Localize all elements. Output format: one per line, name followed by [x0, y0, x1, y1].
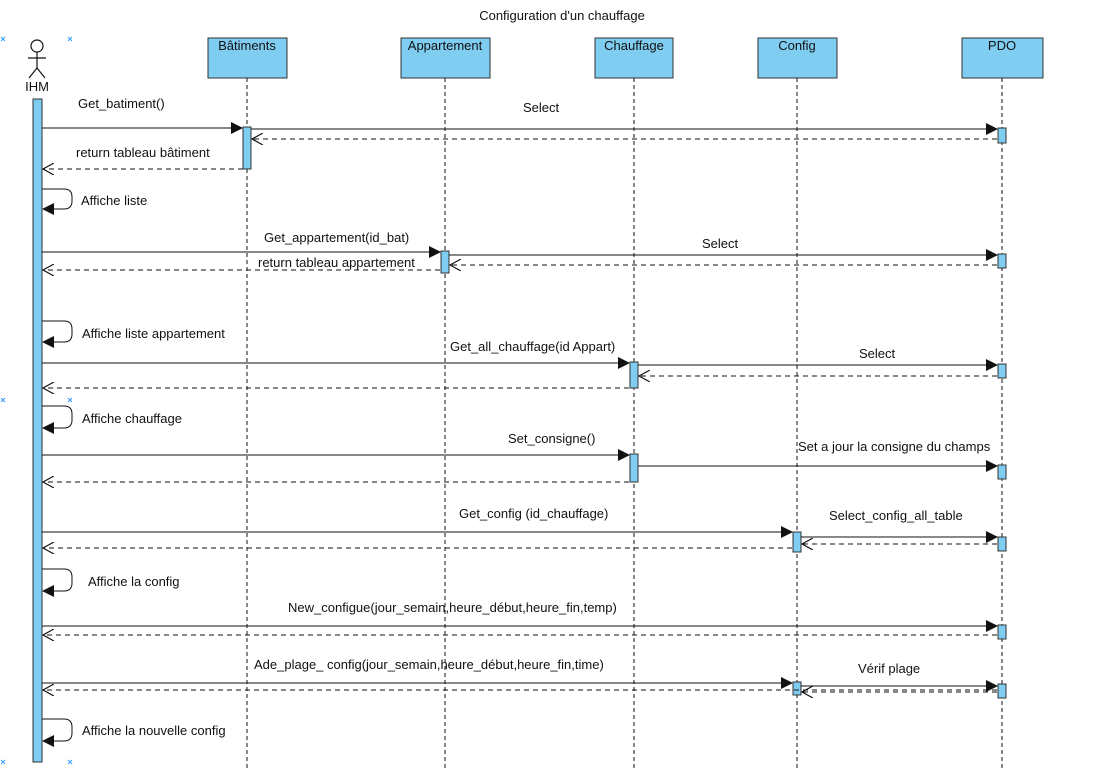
message-label: return tableau bâtiment	[76, 145, 210, 160]
message-label: Vérif plage	[858, 661, 920, 676]
corner-marker	[67, 397, 73, 403]
message-label: Get_config (id_chauffage)	[459, 506, 608, 521]
lifeline-box	[961, 37, 1044, 79]
pdo-activation	[997, 127, 1007, 144]
message-label: Get_appartement(id_bat)	[264, 230, 409, 245]
config-activation	[792, 681, 802, 696]
lifeline-box	[594, 37, 674, 79]
lifeline-box	[757, 37, 838, 79]
activation-bars	[242, 126, 1007, 699]
pdo-activation	[997, 464, 1007, 480]
lifeline-label: Chauffage	[604, 38, 664, 53]
chauffage-activation	[629, 453, 639, 483]
pdo-activation	[997, 624, 1007, 640]
lifeline-chauffage: Chauffage	[594, 37, 674, 768]
config-activation	[792, 531, 802, 553]
lifeline-box	[207, 37, 288, 79]
pdo-activation	[997, 363, 1007, 379]
corner-marker	[0, 759, 6, 765]
ihm-activation-bar	[32, 98, 43, 763]
pdo-activation	[997, 536, 1007, 552]
message-label: Set_consigne()	[508, 431, 595, 446]
corner-marker	[0, 36, 6, 42]
message-label: Affiche la nouvelle config	[82, 723, 226, 738]
message-label: return tableau appartement	[258, 255, 415, 270]
chauffage-activation	[629, 361, 639, 389]
lifeline-config: Config	[757, 37, 838, 768]
lifeline-appartement: Appartement	[400, 37, 491, 768]
lifeline-batiments: Bâtiments	[207, 37, 288, 768]
message-label: Get_batiment()	[78, 96, 165, 111]
pdo-activation	[997, 683, 1007, 699]
message-label: Affiche liste	[81, 193, 147, 208]
self-message-arrow	[42, 718, 73, 747]
lifeline-label: Appartement	[408, 38, 483, 53]
message-label: New_configue(jour_semain,heure_début,heu…	[288, 600, 617, 615]
lifeline-label: Config	[778, 38, 816, 53]
message-label: Select	[702, 236, 739, 251]
lifeline-box	[400, 37, 491, 79]
corner-marker	[67, 36, 73, 42]
message-label: Select_config_all_table	[829, 508, 963, 523]
selection-markers	[0, 36, 73, 765]
message-label: Affiche liste appartement	[82, 326, 225, 341]
appartement-activation	[440, 250, 450, 274]
message-label: Affiche la config	[88, 574, 180, 589]
messages: Get_batiment() Select return tableau bât…	[42, 96, 998, 747]
message-label: Select	[859, 346, 896, 361]
message-label: Ade_plage_ config(jour_semain,heure_débu…	[254, 657, 604, 672]
actor-head	[30, 39, 44, 53]
actor-leg-right	[36, 67, 46, 79]
self-message-arrow	[42, 320, 73, 348]
actor-label: IHM	[25, 79, 49, 94]
lifeline-pdo: PDO	[961, 37, 1044, 768]
lifeline-label: PDO	[988, 38, 1016, 53]
message-label: Affiche chauffage	[82, 411, 182, 426]
message-label: Get_all_chauffage(id Appart)	[450, 339, 615, 354]
message-label: Select	[523, 100, 560, 115]
corner-marker	[67, 759, 73, 765]
self-message-arrow	[42, 188, 73, 215]
self-message-arrow	[42, 405, 73, 434]
diagram-title: Configuration d'un chauffage	[479, 8, 645, 23]
actor-leg-left	[28, 67, 38, 79]
pdo-activation	[997, 253, 1007, 269]
actor-ihm: IHM	[25, 39, 49, 763]
corner-marker	[0, 397, 6, 403]
self-message-arrow	[42, 568, 73, 597]
batiments-activation	[242, 126, 252, 170]
message-label: Set a jour la consigne du champs	[798, 439, 991, 454]
lifeline-label: Bâtiments	[218, 38, 276, 53]
